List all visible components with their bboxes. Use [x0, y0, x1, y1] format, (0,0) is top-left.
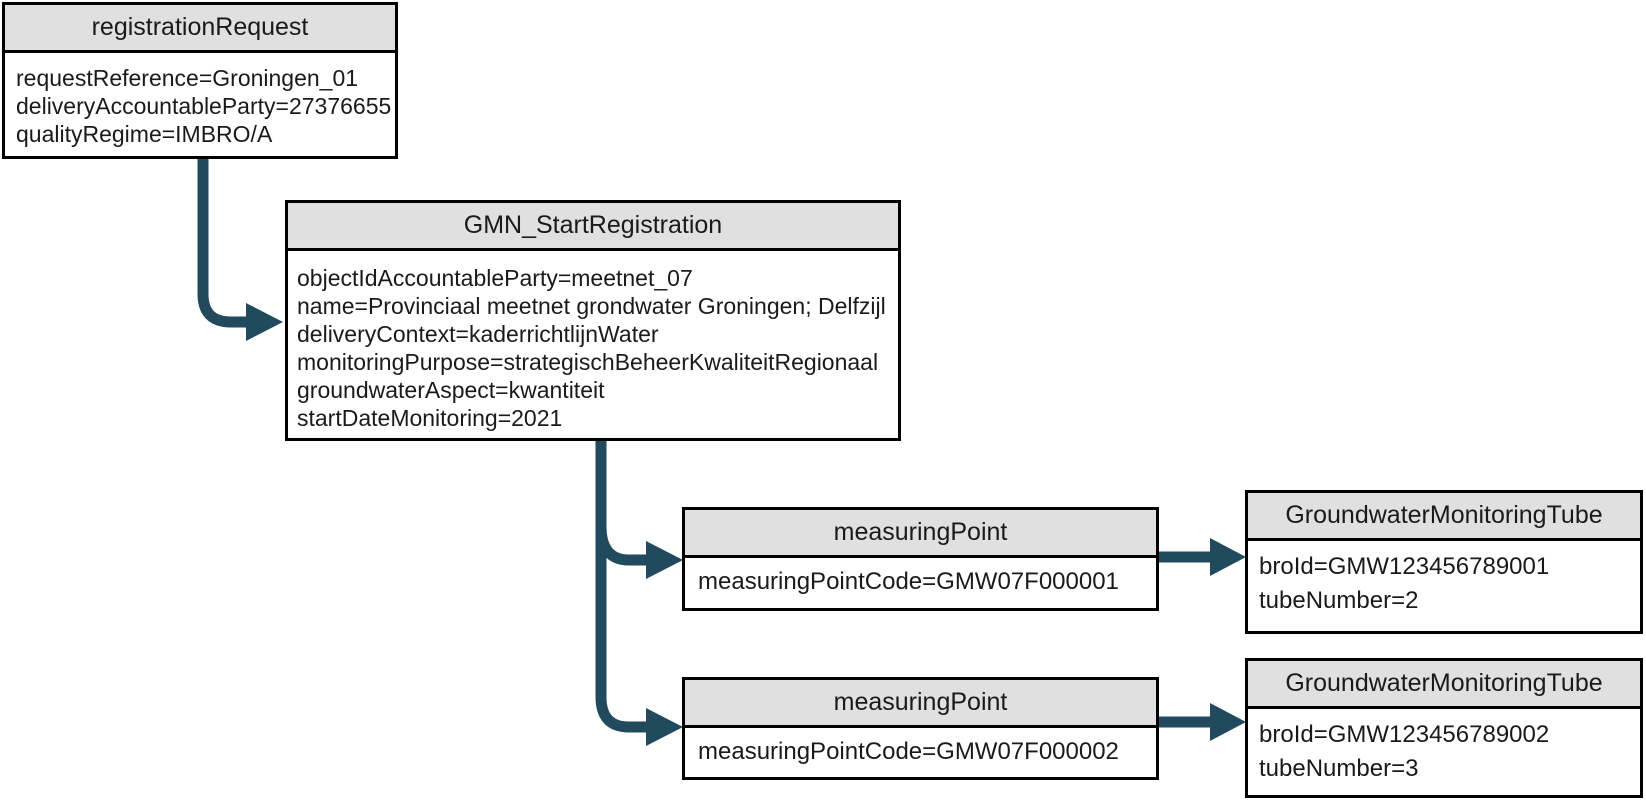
node-body: broId=GMW123456789001 tubeNumber=2	[1248, 541, 1640, 618]
node-body: objectIdAccountableParty=meetnet_07 name…	[288, 251, 898, 432]
node-title: GroundwaterMonitoringTube	[1248, 493, 1640, 541]
node-title: GroundwaterMonitoringTube	[1248, 661, 1640, 709]
field-bro-id: broId=GMW123456789002	[1259, 721, 1550, 748]
connector-measuringpoint-1-to-tube-1	[1158, 538, 1246, 576]
field-measuring-point-code: measuringPointCode=GMW07F000002	[698, 737, 1119, 765]
node-groundwater-monitoring-tube-2: GroundwaterMonitoringTube broId=GMW12345…	[1245, 658, 1643, 798]
node-title: GMN_StartRegistration	[288, 203, 898, 251]
field-delivery-context: deliveryContext=kaderrichtlijnWater	[297, 321, 659, 347]
node-measuring-point-2: measuringPoint measuringPointCode=GMW07F…	[682, 677, 1159, 780]
node-registration-request: registrationRequest requestReference=Gro…	[2, 2, 398, 159]
node-body: requestReference=Groningen_01 deliveryAc…	[5, 53, 395, 148]
connector-gmn-to-measuringpoint-2	[595, 441, 683, 746]
connector-registration-to-gmn	[197, 158, 283, 341]
field-quality-regime: qualityRegime=IMBRO/A	[16, 121, 273, 147]
field-groundwater-aspect: groundwaterAspect=kwantiteit	[297, 377, 605, 403]
connector-measuringpoint-2-to-tube-2	[1158, 703, 1246, 741]
field-delivery-accountable-party: deliveryAccountableParty=27376655	[16, 93, 392, 119]
field-measuring-point-code: measuringPointCode=GMW07F000001	[698, 567, 1119, 595]
node-title: measuringPoint	[685, 680, 1156, 728]
field-tube-number: tubeNumber=3	[1259, 755, 1419, 782]
field-object-id-accountable-party: objectIdAccountableParty=meetnet_07	[297, 265, 693, 291]
node-gmn-start-registration: GMN_StartRegistration objectIdAccountabl…	[285, 200, 901, 441]
field-bro-id: broId=GMW123456789001	[1259, 553, 1550, 580]
node-body: measuringPointCode=GMW07F000002	[685, 728, 1156, 775]
field-request-reference: requestReference=Groningen_01	[16, 65, 359, 91]
field-monitoring-purpose: monitoringPurpose=strategischBeheerKwali…	[297, 349, 879, 375]
node-title: registrationRequest	[5, 5, 395, 53]
node-body: broId=GMW123456789002 tubeNumber=3	[1248, 709, 1640, 786]
connector-gmn-to-measuringpoint-1	[595, 525, 683, 579]
field-start-date-monitoring: startDateMonitoring=2021	[297, 405, 563, 431]
node-groundwater-monitoring-tube-1: GroundwaterMonitoringTube broId=GMW12345…	[1245, 490, 1643, 634]
node-measuring-point-1: measuringPoint measuringPointCode=GMW07F…	[682, 507, 1159, 611]
field-tube-number: tubeNumber=2	[1259, 587, 1419, 614]
node-title: measuringPoint	[685, 510, 1156, 558]
field-name: name=Provinciaal meetnet grondwater Gron…	[297, 293, 886, 319]
node-body: measuringPointCode=GMW07F000001	[685, 558, 1156, 605]
